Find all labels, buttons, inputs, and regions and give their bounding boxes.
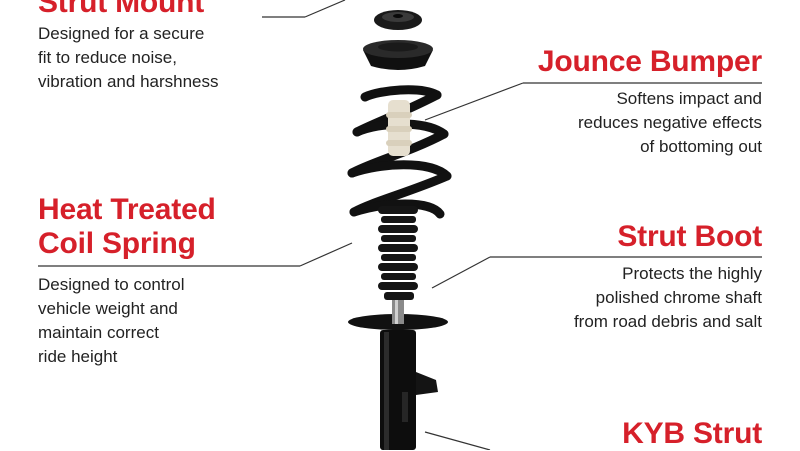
jounce-bumper-desc-line: Softens impact and	[616, 89, 762, 108]
coil-spring-title-line: Heat Treated	[38, 193, 216, 226]
jounce-bumper-description: Softens impact and reduces negative effe…	[578, 87, 762, 159]
strut-boot-desc-line: from road debris and salt	[573, 312, 762, 331]
jounce-bumper-part	[386, 100, 412, 156]
coil-spring-title-line: Coil Spring	[38, 227, 196, 260]
strut-boot-part	[378, 206, 418, 300]
coil-spring-desc-line: maintain correct	[38, 323, 159, 342]
strut-boot-title: Strut Boot	[617, 220, 762, 253]
jounce-bumper-desc-line: reduces negative effects	[578, 113, 762, 132]
strut-mount-title: Strut Mount	[38, 0, 205, 19]
coil-spring-desc-line: vehicle weight and	[38, 299, 178, 318]
strut-mount-desc-line: vibration and harshness	[38, 72, 219, 91]
coil-spring-description: Designed to control vehicle weight and m…	[38, 273, 184, 369]
strut-mount-desc-line: fit to reduce noise,	[38, 48, 177, 67]
strut-boot-description: Protects the highly polished chrome shaf…	[574, 262, 762, 334]
strut-boot-desc-line: Protects the highly	[622, 264, 762, 283]
leader-line-strut-mount	[304, 0, 346, 18]
kyb-strut-title: KYB Strut	[622, 417, 762, 450]
leader-line-jounce-bumper	[424, 82, 524, 121]
jounce-bumper-title: Jounce Bumper	[537, 45, 762, 78]
jounce-bumper-desc-line: of bottoming out	[640, 137, 762, 156]
kyb-strut-part	[380, 330, 438, 450]
strut-mount-description: Designed for a secure fit to reduce nois…	[38, 22, 219, 94]
leader-line-kyb-strut	[424, 431, 491, 450]
strut-boot-desc-line: polished chrome shaft	[595, 288, 762, 307]
spring-seat-part	[348, 300, 448, 330]
strut-mount-desc-line: Designed for a secure	[38, 24, 205, 43]
coil-spring-title: Heat Treated Coil Spring	[38, 193, 216, 261]
leader-line-coil-spring	[299, 242, 353, 267]
leader-line-strut-boot	[431, 256, 491, 289]
coil-spring-desc-line: Designed to control	[38, 275, 185, 294]
coil-spring-desc-line: ride height	[38, 347, 118, 366]
strut-mount-part	[363, 10, 433, 70]
